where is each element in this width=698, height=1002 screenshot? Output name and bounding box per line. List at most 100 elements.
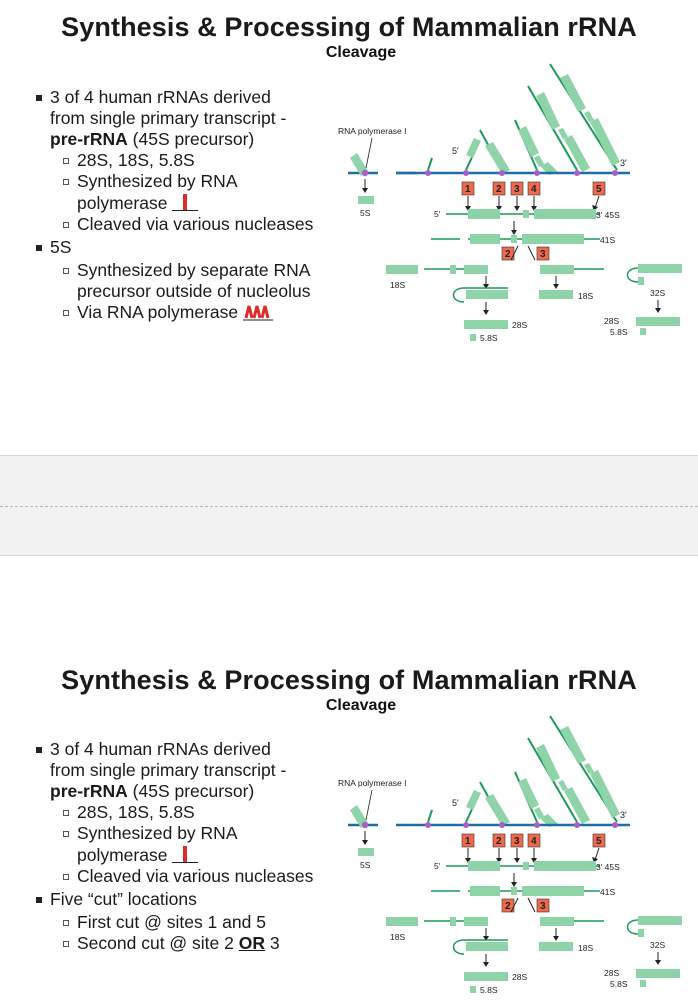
bullet-text: from single primary transcript -: [50, 760, 287, 780]
bullet-text: polymerase: [77, 193, 168, 213]
label-18s: 18S: [578, 943, 593, 953]
precursor-45s: 5′ 3′ 45S: [434, 209, 620, 235]
bullet-list: 3 of 4 human rRNAs derived from single p…: [36, 739, 336, 954]
site-1-label: 1: [465, 184, 471, 195]
subbullet-cleaved: Cleaved via various nucleases: [36, 866, 336, 887]
slide-separator: [0, 455, 698, 556]
subbullet-cleaved: Cleaved via various nucleases: [36, 214, 336, 235]
bullet-text: Second cut @ site 2: [77, 933, 239, 953]
bullet-5s: 5S: [36, 237, 336, 258]
site-3b-label: 3: [540, 901, 546, 912]
three-prime-label: 3′: [620, 810, 627, 820]
slide-2: Synthesis & Processing of Mammalian rRNA…: [0, 652, 698, 1002]
label-32s: 32S: [650, 288, 665, 298]
site-2b-label: 2: [505, 901, 511, 912]
label-45s: 3′ 45S: [596, 210, 620, 220]
bullet-text: 28S, 18S, 5.8S: [77, 150, 195, 170]
bullet-text: 3 of 4 human rRNAs derived: [50, 739, 271, 759]
bullet-text: Cleaved via various nucleases: [77, 214, 314, 234]
site-1-label: 1: [465, 836, 471, 847]
label-45s: 3′ 45S: [596, 862, 620, 872]
rrna-processing-diagram: RNA polymerase I 5S 5′ 3′ 1 2 3 4 5 5′: [338, 715, 682, 995]
slide-title: Synthesis & Processing of Mammalian rRNA: [61, 12, 637, 42]
subbullet-synth: Synthesized by RNA polymerase: [36, 823, 336, 866]
label-5s: 5S: [360, 860, 371, 870]
bullet-text: Via RNA polymerase: [77, 302, 239, 322]
site-4-label: 4: [531, 836, 537, 847]
polymerase-three-symbol: [243, 305, 274, 321]
pol-label: RNA polymerase I: [338, 126, 407, 136]
label-58s-left: 5.8S: [480, 333, 498, 343]
subbullet-synth: Synthesized by RNA polymerase: [36, 171, 336, 214]
five-prime-label: 5′: [452, 798, 459, 808]
label-58s-right: 5.8S: [610, 327, 628, 337]
bullet-text: Synthesized by RNA: [77, 823, 238, 843]
label-41s: 41S: [600, 235, 615, 245]
bullet-cut-locations: Five “cut” locations: [36, 889, 336, 910]
bullet-prerna: 3 of 4 human rRNAs derived from single p…: [36, 739, 336, 802]
bullet-list: 3 of 4 human rRNAs derived from single p…: [36, 87, 336, 323]
five-prime-45s: 5′: [434, 209, 441, 219]
site-5-label: 5: [596, 184, 602, 195]
label-28s-left: 28S: [512, 320, 527, 330]
polymerase-one-symbol: [172, 192, 199, 211]
subbullet-separate: Synthesized by separate RNA precursor ou…: [36, 260, 336, 302]
label-5s: 5S: [360, 208, 371, 218]
polymerase-one-symbol: [172, 844, 199, 863]
site-2b-label: 2: [505, 249, 511, 260]
bullet-text: 3 of 4 human rRNAs derived: [50, 87, 271, 107]
subbullet-second-cut: Second cut @ site 2 OR 3: [36, 933, 336, 954]
label-28s-left: 28S: [512, 972, 527, 982]
slide-1: Synthesis & Processing of Mammalian rRNA…: [0, 0, 698, 455]
transcription-trees: [427, 63, 620, 175]
bullet-text: Synthesized by RNA: [77, 171, 238, 191]
site-3b-label: 3: [540, 249, 546, 260]
bullet-text: 3: [265, 933, 280, 953]
label-58s-right: 5.8S: [610, 979, 628, 989]
bullet-text: Synthesized by separate RNA: [77, 260, 311, 280]
precursor-41s: 41S 2 3: [431, 234, 615, 261]
bullet-text: 5S: [50, 237, 72, 257]
label-28s-right: 28S: [604, 316, 619, 326]
bullet-text: Five “cut” locations: [50, 889, 197, 909]
bullet-bold: OR: [238, 933, 265, 953]
label-32s: 32S: [650, 940, 665, 950]
bullet-bold: pre-rRNA: [50, 781, 128, 801]
bullet-text: from single primary transcript -: [50, 108, 287, 128]
label-28s-right: 28S: [604, 968, 619, 978]
cleavage-sites: 1 2 3 4 5: [461, 181, 606, 211]
label-58s-left: 5.8S: [480, 985, 498, 995]
label-18s-left: 18S: [390, 280, 405, 290]
slide-subtitle: Cleavage: [325, 697, 397, 714]
bullet-text: Cleaved via various nucleases: [77, 866, 314, 886]
five-prime-45s: 5′: [434, 861, 441, 871]
label-18s-left: 18S: [390, 932, 405, 942]
site-2-label: 2: [496, 184, 502, 195]
dna-template: RNA polymerase I 5S 5′ 3′: [338, 126, 630, 218]
subbullet-types: 28S, 18S, 5.8S: [36, 150, 336, 171]
bullet-text: (45S precursor): [127, 129, 255, 149]
bullet-text: 28S, 18S, 5.8S: [77, 802, 195, 822]
bullet-text: (45S precursor): [127, 781, 255, 801]
label-18s: 18S: [578, 291, 593, 301]
site-2-label: 2: [496, 836, 502, 847]
bullet-text: precursor outside of nucleolus: [77, 281, 311, 301]
bullet-prerna: 3 of 4 human rRNAs derived from single p…: [36, 87, 336, 150]
products: 18S 18S 32S 28S 5.8S 28S 5.8S: [386, 264, 682, 343]
five-prime-label: 5′: [452, 146, 459, 156]
site-5-label: 5: [596, 836, 602, 847]
site-4-label: 4: [531, 184, 537, 195]
pol-label: RNA polymerase I: [338, 778, 407, 788]
bullet-bold: pre-rRNA: [50, 129, 128, 149]
site-3-label: 3: [514, 184, 520, 195]
site-3-label: 3: [514, 836, 520, 847]
subbullet-pol3: Via RNA polymerase: [36, 302, 336, 323]
bullet-text: polymerase: [77, 845, 168, 865]
slide-title: Synthesis & Processing of Mammalian rRNA: [61, 665, 637, 695]
three-prime-label: 3′: [620, 158, 627, 168]
slide-subtitle: Cleavage: [325, 44, 397, 61]
rrna-processing-diagram: RNA polymerase I 5S 5′ 3′ 1 2 3 4 5 5′: [338, 63, 682, 343]
subbullet-types: 28S, 18S, 5.8S: [36, 802, 336, 823]
bullet-text: First cut @ sites 1 and 5: [77, 912, 266, 932]
label-41s: 41S: [600, 887, 615, 897]
